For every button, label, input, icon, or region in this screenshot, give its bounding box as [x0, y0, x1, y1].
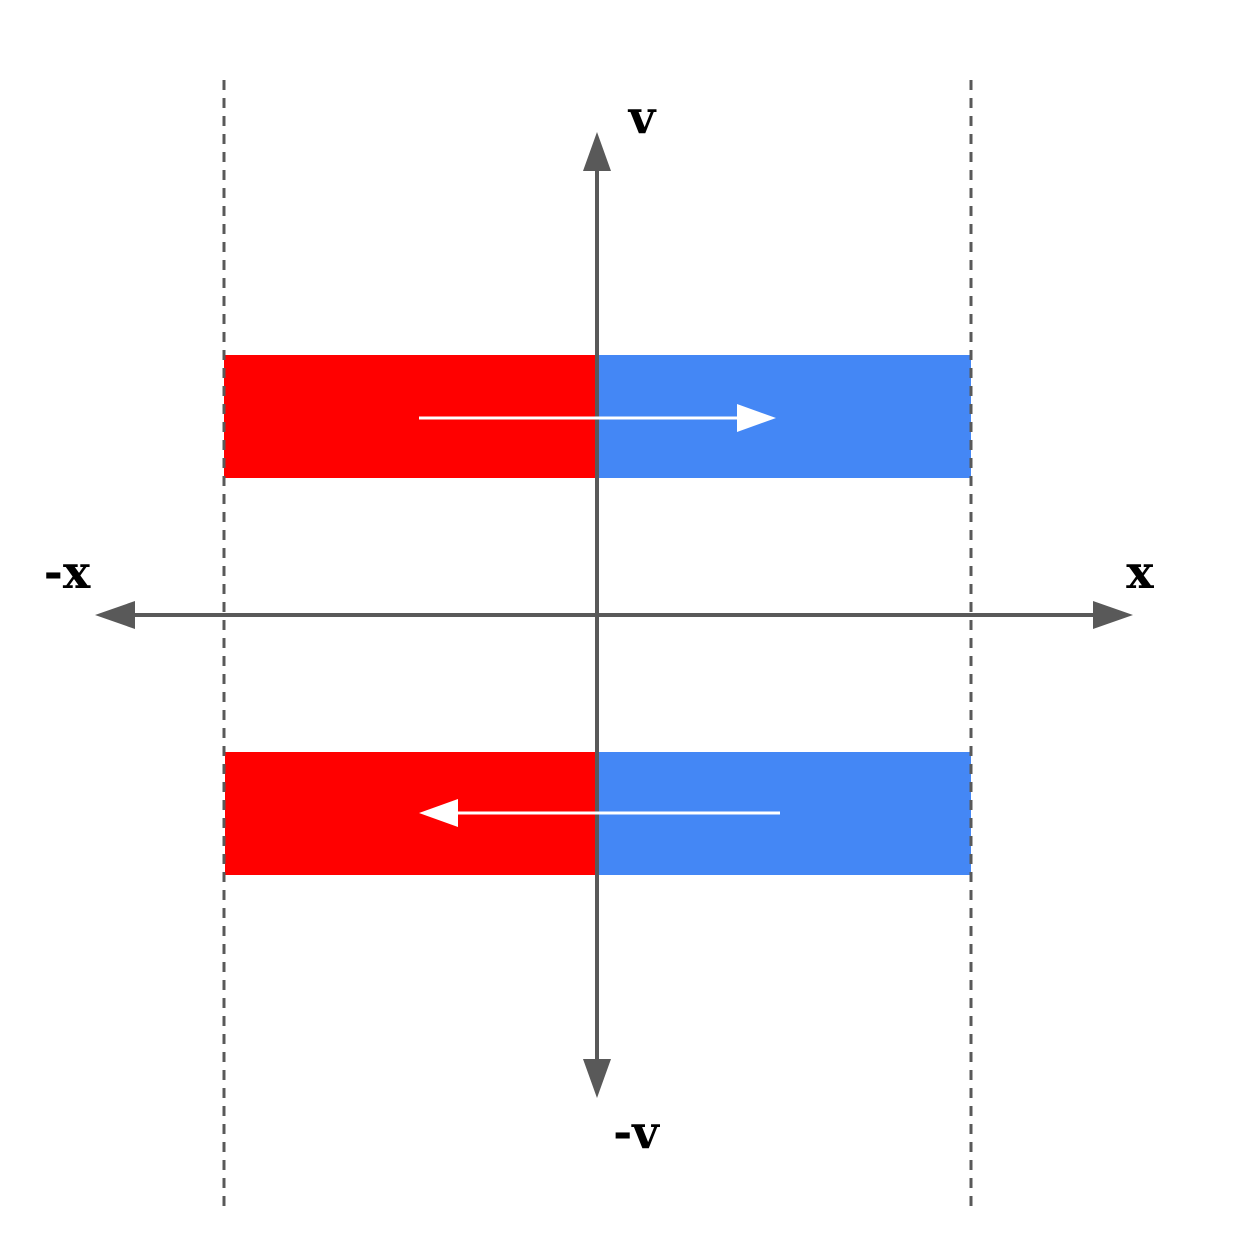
axis-arrow-right-icon [1093, 601, 1133, 629]
v-axis-negative-label: -v [613, 1105, 660, 1159]
axis-arrow-down-icon [583, 1059, 611, 1098]
upper-flow-arrow [419, 404, 776, 432]
vertical-axis [583, 132, 611, 1098]
horizontal-axis [95, 601, 1133, 629]
lower-flow-arrow [419, 799, 780, 827]
axis-arrow-up-icon [583, 132, 611, 171]
axis-arrow-left-icon [95, 601, 135, 629]
v-axis-positive-label: v [628, 90, 657, 144]
x-axis-negative-label: -x [44, 545, 91, 599]
x-axis-positive-label: x [1126, 545, 1154, 599]
